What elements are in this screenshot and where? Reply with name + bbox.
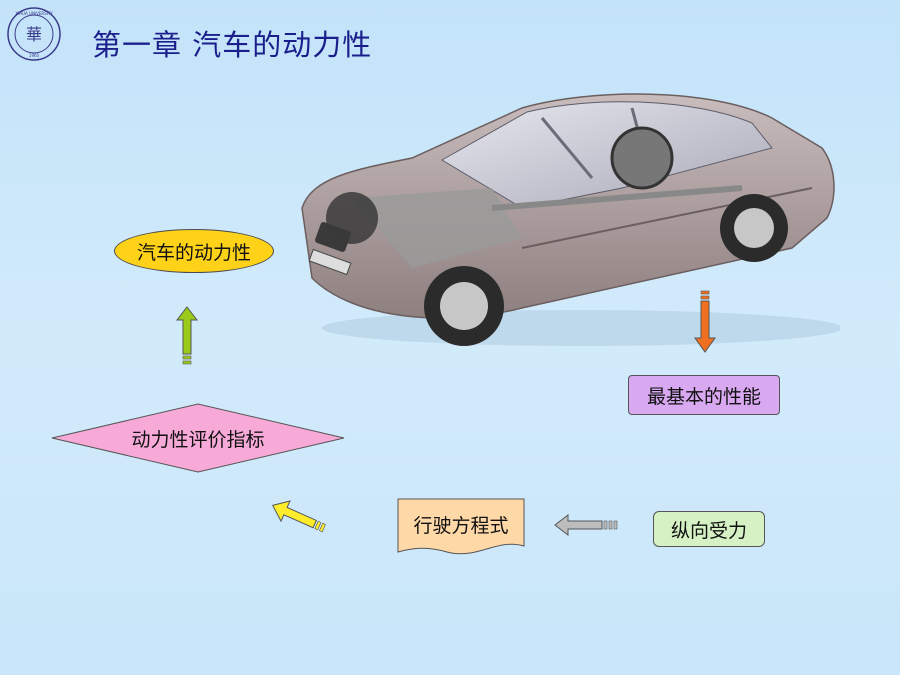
diamond-shape [51,403,345,473]
up-arrow-icon [176,306,198,365]
power-performance-oval: 汽车的动力性 [114,229,274,273]
svg-text:XIHUA UNIVERSITY: XIHUA UNIVERSITY [15,11,53,16]
upleft-arrow-icon [271,500,326,533]
basic-performance-box: 最基本的性能 [628,375,780,415]
driving-equation-document: 行驶方程式 [397,498,525,558]
left-arrow-icon [554,514,618,536]
svg-text:1960: 1960 [29,53,40,58]
car-cutaway-image [301,93,840,346]
svg-text:華: 華 [26,25,42,44]
down-arrow-icon [694,290,716,353]
page-title: 第一章 汽车的动力性 [92,28,373,62]
university-seal-logo: 華 XIHUA UNIVERSITY 1960 [7,7,61,61]
document-shape [397,498,525,555]
evaluation-index-diamond: 动力性评价指标 [50,403,346,473]
longitudinal-force-box: 纵向受力 [653,511,765,547]
document-label: 行驶方程式 [413,514,509,537]
diamond-label: 动力性评价指标 [131,428,265,451]
